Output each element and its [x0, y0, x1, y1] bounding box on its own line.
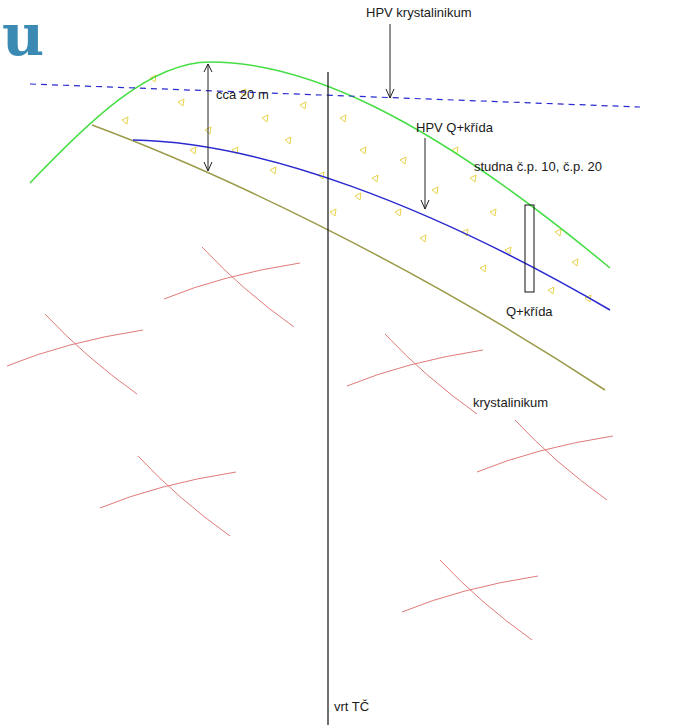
sediment-triangle: [420, 235, 426, 242]
water-table-q: [133, 140, 610, 310]
fracture-stroke: [385, 334, 477, 414]
fracture-stroke: [402, 576, 538, 612]
well-label: studna č.p. 10, č.p. 20: [474, 160, 602, 175]
sediment-triangle: [262, 115, 268, 122]
sediment-triangle: [395, 209, 401, 216]
title-fragment: u: [2, 6, 44, 64]
fracture-stroke: [440, 560, 532, 640]
water-table-label: HPV Q+křída: [416, 121, 493, 136]
fracture-stroke: [45, 314, 137, 394]
dimension-label: cca 20 m: [216, 88, 269, 103]
water-table-label: HPV krystalinikum: [366, 6, 471, 21]
fracture-stroke: [138, 456, 230, 536]
sediment-triangle: [270, 167, 276, 174]
sediment-triangle: [555, 229, 561, 236]
leader-arrow: [390, 24, 391, 98]
sediment-triangle: [300, 102, 306, 109]
sediment-triangle: [432, 187, 438, 194]
dimension-arrow: [208, 64, 209, 171]
sediment-triangle: [400, 157, 406, 164]
sediment-triangle: [340, 115, 346, 122]
sediment-triangle: [470, 175, 476, 182]
fracture-stroke: [347, 350, 483, 386]
fracture-stroke: [477, 436, 613, 472]
fracture-stroke: [202, 247, 294, 327]
sediment-triangle: [330, 209, 336, 216]
layer-label: krystalinikum: [473, 396, 548, 411]
layer-label: Q+křída: [506, 305, 553, 320]
fracture-stroke: [515, 420, 607, 500]
fracture-symbols: [7, 247, 613, 640]
sediment-triangle: [360, 147, 366, 154]
sediment-triangle: [480, 265, 486, 272]
fracture-stroke: [100, 472, 236, 508]
sediment-triangle: [372, 175, 378, 182]
borehole-label: vrt TČ: [334, 700, 369, 715]
sediment-triangle: [548, 287, 554, 294]
sediment-triangle: [285, 137, 291, 144]
borehole-line: [327, 72, 328, 725]
base-boundary: [92, 125, 605, 390]
ground-surface: [30, 62, 610, 268]
fracture-stroke: [164, 263, 300, 299]
well-symbol: [525, 205, 534, 292]
sediment-triangle: [572, 259, 578, 266]
leader-arrow: [425, 138, 426, 209]
sediment-triangle: [490, 209, 496, 216]
sediment-triangle: [178, 99, 184, 106]
water-table-crystalline: [30, 84, 640, 107]
sediment-triangle: [190, 147, 196, 154]
fracture-stroke: [7, 330, 143, 366]
sediment-triangle: [355, 193, 361, 200]
sediment-triangle: [122, 117, 128, 124]
